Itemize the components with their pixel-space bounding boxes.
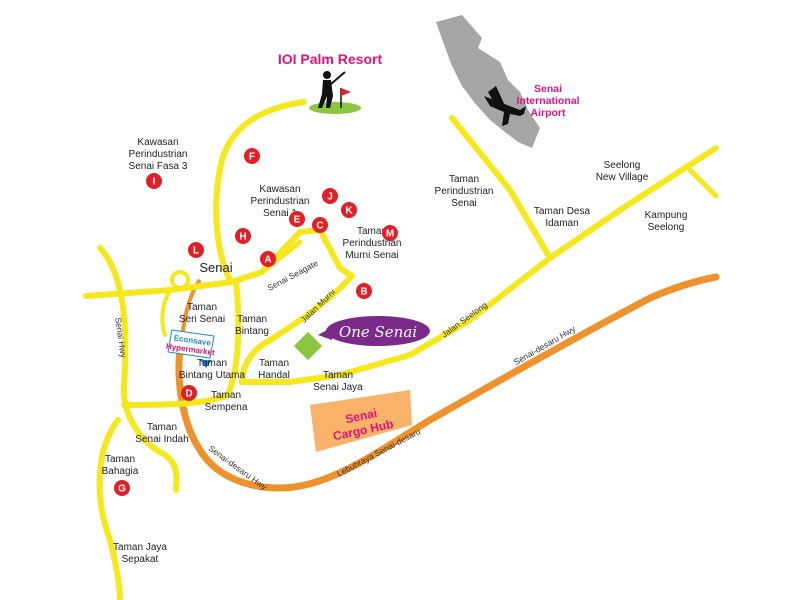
road-jalan-seelong: Jalan Seelong xyxy=(439,300,489,340)
area-senai-jaya-1: Taman xyxy=(323,370,353,381)
marker-letter: C xyxy=(316,221,323,232)
marker-letter: A xyxy=(264,255,271,266)
marker-circle xyxy=(188,242,204,258)
area-seri-senai-1: Taman xyxy=(187,302,217,313)
marker-circle xyxy=(356,283,372,299)
marker-c: C xyxy=(312,217,328,233)
marker-circle xyxy=(312,217,328,233)
econsave-logo xyxy=(167,329,215,368)
airport-label-line3: Airport xyxy=(531,107,567,119)
marker-letter: J xyxy=(327,192,333,203)
area-kawasan-fasa3-3: Senai Fasa 3 xyxy=(129,161,188,172)
marker-letter: L xyxy=(193,246,199,257)
area-bintang-2: Bintang xyxy=(235,326,269,337)
airport-label-line1: Senai xyxy=(534,83,562,95)
area-perindustrian-senai-3: Senai xyxy=(451,198,477,209)
marker-a: A xyxy=(260,251,276,267)
area-bahagia-1: Taman xyxy=(105,454,135,465)
airplane-icon xyxy=(484,86,526,126)
marker-circle xyxy=(260,251,276,267)
area-kawasan-senai1-2: Perindustrian xyxy=(251,196,310,207)
marker-circle xyxy=(244,148,260,164)
road-jalan-murni: Jalan Murni xyxy=(299,287,338,325)
marker-circle xyxy=(382,225,398,241)
area-bintang-1: Taman xyxy=(237,314,267,325)
area-handal-1: Taman xyxy=(259,358,289,369)
area-kampung-seelong-1: Kampung xyxy=(645,210,688,221)
area-seri-senai-2: Seri Senai xyxy=(179,314,225,325)
marker-g: G xyxy=(114,480,130,496)
marker-circle xyxy=(341,202,357,218)
marker-circle xyxy=(322,188,338,204)
area-murni-2: Perindustrian xyxy=(343,238,402,249)
airport-label-line2: International xyxy=(516,95,579,107)
area-desa-idaman-2: Idaman xyxy=(545,218,578,229)
marker-m: M xyxy=(382,225,398,241)
marker-e: E xyxy=(289,211,305,227)
marker-letter: E xyxy=(294,215,301,226)
marker-f: F xyxy=(244,148,260,164)
marker-letter: D xyxy=(185,389,192,400)
marker-letter: F xyxy=(249,152,255,163)
area-perindustrian-senai-1: Taman xyxy=(449,174,479,185)
marker-letter: K xyxy=(345,206,353,217)
airport-area xyxy=(436,15,540,148)
marker-letter: G xyxy=(118,484,126,495)
cargo-hub-label-line1: Senai xyxy=(344,406,378,426)
area-perindustrian-senai-2: Perindustrian xyxy=(435,186,494,197)
marker-circle xyxy=(235,228,251,244)
senai-label: Senai xyxy=(199,260,232,275)
marker-letter: M xyxy=(386,229,394,240)
marker-circle xyxy=(114,480,130,496)
area-sempena-1: Taman xyxy=(211,390,241,401)
area-kampung-seelong-2: Seelong xyxy=(648,222,685,233)
marker-letter: I xyxy=(153,177,156,188)
marker-b: B xyxy=(356,283,372,299)
area-seelong-village-1: Seelong xyxy=(604,160,641,171)
area-senai-indah-1: Taman xyxy=(147,422,177,433)
area-murni-1: Taman xyxy=(357,226,387,237)
cargo-hub-area xyxy=(310,390,412,452)
marker-circle xyxy=(181,385,197,401)
marker-circle xyxy=(289,211,305,227)
marker-circle xyxy=(146,173,162,189)
area-kawasan-senai1-3: Senai 1 xyxy=(263,208,297,219)
road-network xyxy=(83,99,719,600)
area-handal-2: Handal xyxy=(258,370,290,381)
one-senai-label: One Senai xyxy=(339,323,417,341)
ioi-palm-resort-label: IOI Palm Resort xyxy=(278,51,383,67)
area-bahagia-2: Bahagia xyxy=(102,466,139,477)
marker-i: I xyxy=(146,173,162,189)
marker-h: H xyxy=(235,228,251,244)
area-seelong-village-2: New Village xyxy=(596,172,649,183)
golfer-icon xyxy=(309,71,361,114)
area-labels: Kawasan Perindustrian Senai Fasa 3 Kawas… xyxy=(102,137,688,565)
area-kawasan-fasa3-1: Kawasan xyxy=(137,137,178,148)
marker-j: J xyxy=(322,188,338,204)
area-jaya-sepakat-1: Taman Jaya xyxy=(113,542,167,553)
marker-letter: H xyxy=(239,232,246,243)
area-bintang-utama-2: Bintang Utama xyxy=(179,370,246,381)
marker-d: D xyxy=(181,385,197,401)
marker-k: K xyxy=(341,202,357,218)
marker-l: L xyxy=(188,242,204,258)
area-senai-indah-2: Senai Indah xyxy=(135,434,188,445)
area-sempena-2: Sempena xyxy=(205,402,248,413)
one-senai-marker xyxy=(293,316,430,361)
marker-letter: B xyxy=(360,287,367,298)
marker-layer: A B C D E F G H I J K L M xyxy=(114,148,398,496)
area-bintang-utama-1: Taman xyxy=(197,358,227,369)
area-senai-jaya-2: Senai Jaya xyxy=(313,382,363,393)
area-kawasan-senai1-1: Kawasan xyxy=(259,184,300,195)
area-murni-3: Murni Senai xyxy=(345,250,398,261)
area-desa-idaman-1: Taman Desa xyxy=(534,206,591,217)
area-jaya-sepakat-2: Sepakat xyxy=(122,554,159,565)
area-kawasan-fasa3-2: Perindustrian xyxy=(129,149,188,160)
